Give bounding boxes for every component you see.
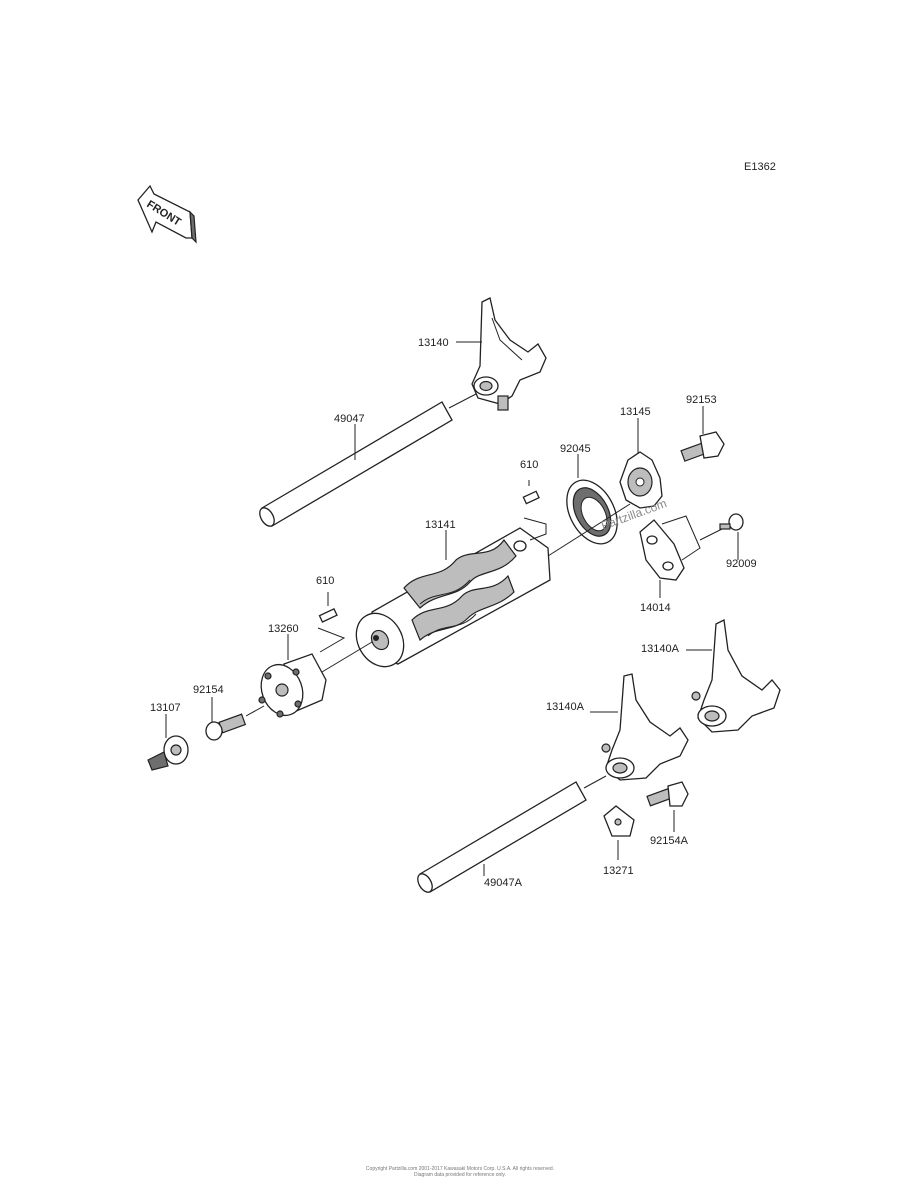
front-arrow-icon: FRONT [137, 184, 197, 244]
pin-lower[interactable] [318, 608, 338, 623]
shaft-bottom[interactable] [415, 775, 607, 895]
label-13145: 13145 [620, 406, 651, 418]
label-92154A: 92154A [650, 835, 689, 847]
label-13140A-middle: 13140A [546, 701, 585, 713]
label-13260: 13260 [268, 623, 299, 635]
shift-drum[interactable] [347, 527, 551, 675]
bolt-upper[interactable] [680, 431, 725, 462]
copyright-notice: Copyright Partzilla.com 2001-2017 Kawasa… [300, 1166, 620, 1178]
screw-small[interactable] [719, 513, 744, 531]
bolt-lower[interactable] [646, 781, 689, 807]
label-13140A-right: 13140A [641, 643, 680, 655]
plate-gear[interactable] [619, 451, 663, 509]
copyright-line-1: Copyright Partzilla.com 2001-2017 Kawasa… [365, 1166, 555, 1172]
diagram-code: E1362 [744, 161, 776, 173]
label-49047: 49047 [334, 413, 365, 425]
bolt-cam[interactable] [205, 713, 247, 741]
label-92154: 92154 [193, 684, 224, 696]
shift-fork-top[interactable] [471, 297, 547, 411]
label-14014: 14014 [640, 602, 671, 614]
label-49047A: 49047A [484, 877, 523, 889]
label-92045: 92045 [560, 443, 591, 455]
shift-fork-right[interactable] [691, 619, 781, 733]
label-13140: 13140 [418, 337, 449, 349]
label-13271: 13271 [603, 865, 634, 877]
pin-upper[interactable] [522, 490, 540, 505]
label-92153: 92153 [686, 394, 717, 406]
switch-rotor[interactable] [147, 735, 189, 771]
guide[interactable] [603, 805, 635, 837]
label-92009: 92009 [726, 558, 757, 570]
copyright-line-2: Diagram data provided for reference only… [414, 1172, 506, 1178]
label-610-lower: 610 [316, 575, 334, 587]
shaft-top[interactable] [257, 393, 477, 529]
drum-cam[interactable] [254, 653, 327, 721]
shift-fork-middle[interactable] [601, 673, 689, 781]
label-13141: 13141 [425, 519, 456, 531]
bearing[interactable] [557, 472, 628, 553]
holder-plate[interactable] [639, 519, 685, 581]
label-13107: 13107 [150, 702, 181, 714]
label-610-upper: 610 [520, 459, 538, 471]
